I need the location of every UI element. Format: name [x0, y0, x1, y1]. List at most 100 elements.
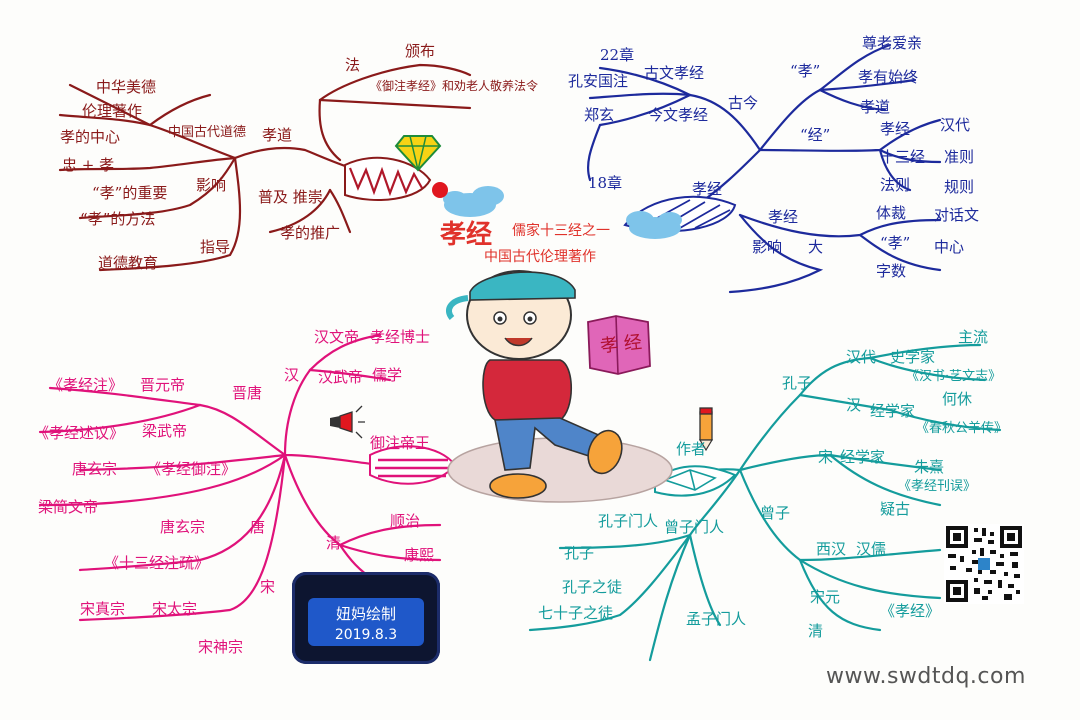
blue-label: 体裁 — [876, 204, 907, 222]
red-label: 普及 推崇 — [258, 188, 323, 206]
diamond-icon — [394, 135, 442, 172]
blue-label: 孝经 — [692, 180, 723, 198]
magenta-label: 梁武帝 — [142, 422, 188, 440]
teal-label: 经学家 — [870, 402, 916, 420]
megaphone-icon — [330, 405, 365, 439]
teal-label: 孔子 — [564, 544, 595, 562]
magenta-label: 唐 — [250, 518, 266, 536]
pencil-icon — [698, 407, 714, 452]
cloud-platform — [447, 437, 673, 503]
red-label: 伦理著作 — [82, 102, 143, 120]
blue-label: 孝有始终 — [858, 68, 919, 86]
teal-label: 宋元 — [810, 588, 841, 606]
teal-branch-bulb — [654, 465, 737, 497]
teal-label: 孔子 — [782, 374, 813, 392]
blue-label: 尊老爱亲 — [862, 34, 923, 52]
blue-cloud-icon-right — [626, 211, 682, 239]
red-label: 《御注孝经》和劝老人敬养法令 — [370, 79, 539, 93]
teal-label: 《孝经》 — [880, 602, 941, 620]
teal-label: 曾子门人 — [664, 518, 725, 536]
teal-label: 汉 — [846, 396, 862, 414]
blue-label: 法则 — [880, 176, 911, 194]
magenta-bulb-stripes — [375, 458, 452, 478]
magenta-label: 康熙 — [404, 546, 435, 564]
magenta-label: 《孝经注》 — [48, 376, 124, 394]
map-subtitle: 儒家十三经之一 — [512, 223, 610, 239]
magenta-label: 清 — [326, 534, 342, 552]
blue-label: 今文孝经 — [648, 106, 709, 124]
blue-label: “孝” — [790, 62, 821, 80]
magenta-label: 顺治 — [390, 512, 421, 530]
blue-label: 大 — [808, 238, 824, 256]
author-badge-inner: 妞妈绘制 2019.8.3 — [308, 598, 424, 646]
blue-label: 古文孝经 — [644, 64, 705, 82]
teal-label: 《汉书·艺文志》 — [906, 369, 1002, 384]
teal-label: 孔子门人 — [598, 512, 659, 530]
blue-label: 孝经 — [880, 120, 911, 138]
magenta-label: 唐玄宗 — [72, 460, 118, 478]
teal-label: 孔子之徒 — [562, 578, 623, 596]
blue-label: 规则 — [944, 178, 975, 196]
magenta-label: 梁简文帝 — [38, 498, 99, 516]
red-label: 中国古代道德 — [168, 125, 247, 140]
teal-label: 七十子之徒 — [538, 604, 614, 622]
blue-bulb-hatch — [649, 199, 731, 229]
magenta-label: 《孝经御注》 — [146, 460, 237, 478]
map-subtitle-2: 中国古代伦理著作 — [484, 249, 596, 265]
teal-label: 主流 — [958, 328, 989, 346]
magenta-label: 汉文帝 — [314, 328, 360, 346]
blue-cloud-icon — [432, 182, 504, 217]
teal-bulb-mesh — [662, 469, 717, 491]
magenta-label: 宋太宗 — [152, 600, 198, 618]
red-label: 孝道 — [262, 126, 293, 144]
red-label: “孝”的重要 — [92, 184, 168, 202]
author-badge: 妞妈绘制 2019.8.3 — [292, 572, 440, 664]
blue-label: 字数 — [876, 262, 907, 280]
child-figure-icon — [446, 270, 623, 499]
teal-label: 经学家 — [840, 448, 886, 466]
teal-label: 清 — [808, 622, 824, 640]
blue-label: 十三经 — [880, 148, 926, 166]
teal-label: 曾子 — [760, 504, 791, 522]
blue-label: 古今 — [728, 94, 759, 112]
teal-label: 作者 — [676, 440, 707, 458]
teal-label: 西汉 — [816, 540, 847, 558]
teal-label: 《春秋公羊传》 — [916, 421, 1008, 436]
blue-label: 对话文 — [934, 206, 980, 224]
teal-label: 何休 — [942, 390, 973, 408]
website-watermark: www.swdtdq.com — [826, 664, 1026, 689]
magenta-label: 宋神宗 — [198, 638, 244, 656]
magenta-label: 《十三经注疏》 — [104, 554, 210, 572]
magenta-label: 汉武帝 — [318, 368, 364, 386]
red-label: 指导 — [200, 238, 231, 256]
teal-label: 汉代 — [846, 348, 877, 366]
red-label: 颁布 — [405, 42, 436, 60]
magenta-branch-lines — [38, 333, 442, 622]
teal-label: 史学家 — [890, 348, 936, 366]
book-icon — [587, 315, 651, 375]
red-label: 道德教育 — [98, 254, 159, 272]
teal-label: 朱熹 — [914, 458, 945, 476]
red-label: 孝的推广 — [280, 224, 341, 242]
qr-code-icon — [944, 524, 1024, 604]
teal-label: 宋 — [818, 448, 834, 466]
magenta-label: 宋 — [260, 578, 276, 596]
magenta-label: 孝经博士 — [370, 328, 431, 346]
magenta-label: 《孝经述议》 — [34, 424, 125, 442]
red-label: 孝的中心 — [60, 128, 121, 146]
red-label: 影响 — [196, 176, 227, 194]
map-title: 孝经 — [440, 220, 493, 250]
blue-label: 汉代 — [940, 116, 971, 134]
blue-label: “经” — [800, 126, 831, 144]
red-branch-lines — [58, 63, 472, 272]
magenta-label: 晋唐 — [232, 384, 263, 402]
teal-label: 疑古 — [880, 500, 911, 518]
teal-label: 孟子门人 — [686, 610, 747, 628]
red-label: 中华美德 — [96, 78, 157, 96]
blue-label: 孔安国注 — [568, 72, 629, 90]
blue-label: 22章 — [600, 46, 635, 64]
magenta-label: 汉 — [284, 366, 300, 384]
blue-label: 18章 — [588, 174, 623, 192]
